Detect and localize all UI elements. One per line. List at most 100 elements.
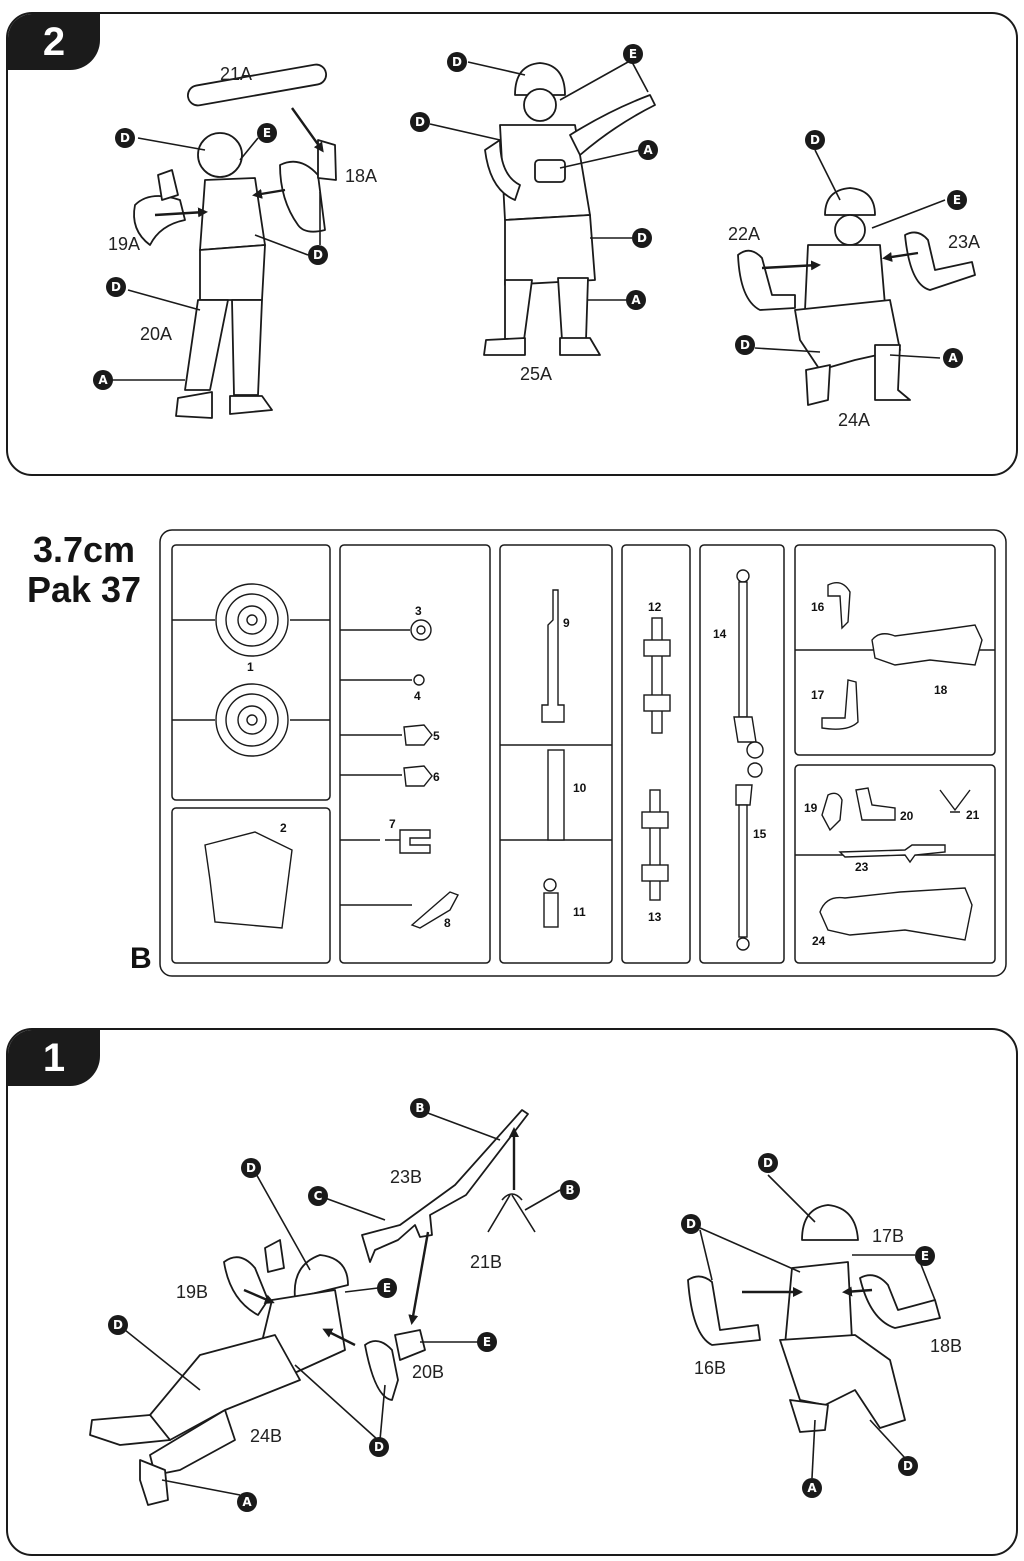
right-leg xyxy=(149,1409,236,1476)
part-21a-tube xyxy=(187,63,327,107)
left-arm xyxy=(484,139,521,201)
part-18-figure xyxy=(871,624,983,666)
svg-text:A: A xyxy=(948,351,958,365)
part-7 xyxy=(385,829,431,854)
trousers xyxy=(504,214,596,286)
left-boot xyxy=(504,279,533,341)
code-badge: A xyxy=(638,140,658,160)
svg-text:D: D xyxy=(740,338,750,352)
label-24a: 24A xyxy=(838,410,870,430)
label-25a: 25A xyxy=(520,364,552,384)
svg-text:E: E xyxy=(483,1335,491,1349)
part-11 xyxy=(543,878,559,928)
part-number-13: 13 xyxy=(648,910,662,924)
code-badge: D xyxy=(758,1153,778,1173)
right-leg xyxy=(231,299,263,396)
code-badge: E xyxy=(947,190,967,210)
figure-standing-pointing xyxy=(483,62,656,356)
svg-text:D: D xyxy=(113,1318,123,1332)
code-badge: D xyxy=(106,277,126,297)
helmet xyxy=(514,62,566,96)
part-number-11: 11 xyxy=(573,905,586,919)
code-badge: A xyxy=(237,1492,257,1512)
label-18a: 18A xyxy=(345,166,377,186)
part-number-12: 12 xyxy=(648,600,662,614)
part-20b-arm xyxy=(364,1340,399,1401)
label-20b: 20B xyxy=(412,1362,444,1382)
svg-text:A: A xyxy=(807,1481,817,1495)
helmet xyxy=(824,187,876,216)
label-16b: 16B xyxy=(694,1358,726,1378)
svg-text:D: D xyxy=(810,133,820,147)
kneeling-boot xyxy=(805,364,831,406)
part-19-arm xyxy=(821,792,843,832)
label-20a: 20A xyxy=(140,324,172,344)
part-17-arm xyxy=(821,679,859,730)
helmet xyxy=(801,1204,859,1241)
part-21-bipod xyxy=(939,789,971,813)
svg-text:A: A xyxy=(643,143,653,157)
part-number-8: 8 xyxy=(444,916,451,930)
left-leg xyxy=(89,1414,171,1446)
label-21b: 21B xyxy=(470,1252,502,1272)
label-18b: 18B xyxy=(930,1336,962,1356)
part-23b-rifle xyxy=(361,1109,529,1263)
part-number-19: 19 xyxy=(804,801,818,815)
part-15 xyxy=(735,762,763,951)
svg-text:E: E xyxy=(629,47,637,61)
code-badge: E xyxy=(257,123,277,143)
torso xyxy=(199,177,266,251)
svg-text:A: A xyxy=(631,293,641,307)
label-23a: 23A xyxy=(948,232,980,252)
code-badge: D xyxy=(898,1456,918,1476)
code-badge: D xyxy=(735,335,755,355)
part-18a-hand xyxy=(317,139,337,181)
part-number-24: 24 xyxy=(812,934,826,948)
legs xyxy=(794,299,901,371)
part-5 xyxy=(403,724,433,746)
left-boot xyxy=(175,391,213,419)
standing-boot xyxy=(874,344,911,401)
svg-text:C: C xyxy=(314,1189,323,1203)
part-19a-hand xyxy=(157,169,179,201)
svg-text:D: D xyxy=(452,55,462,69)
part-6 xyxy=(403,765,433,787)
sprue-title-line2: Pak 37 xyxy=(26,569,142,610)
label-22a: 22A xyxy=(728,224,760,244)
part-24-figure xyxy=(819,887,973,941)
label-24b: 24B xyxy=(250,1426,282,1446)
kneeling-boot xyxy=(789,1399,829,1433)
label-19a: 19A xyxy=(108,234,140,254)
part-8 xyxy=(410,891,459,929)
torso xyxy=(804,244,886,311)
sprue-title: 3.7cm Pak 37 xyxy=(14,530,154,610)
part-number-1: 1 xyxy=(247,660,254,674)
code-badge: D xyxy=(410,112,430,132)
code-badge: D xyxy=(447,52,467,72)
part-23a-arm xyxy=(904,231,976,291)
head xyxy=(523,88,557,122)
code-badge: D xyxy=(681,1214,701,1234)
label-19b: 19B xyxy=(176,1282,208,1302)
part-number-23: 23 xyxy=(855,860,869,874)
part-9 xyxy=(541,589,565,723)
part-2-shield xyxy=(204,831,293,929)
right-boot xyxy=(229,395,273,415)
figure-prone xyxy=(89,1239,426,1506)
code-badge: B xyxy=(560,1180,580,1200)
code-badge: E xyxy=(477,1332,497,1352)
code-badge: E xyxy=(377,1278,397,1298)
head xyxy=(834,214,866,246)
binoculars xyxy=(534,159,566,183)
part-10 xyxy=(547,749,565,841)
svg-text:A: A xyxy=(98,373,108,387)
part-number-14: 14 xyxy=(713,627,727,641)
part-number-6: 6 xyxy=(433,770,440,784)
part-13 xyxy=(641,789,669,901)
part-12 xyxy=(643,617,671,734)
code-badge: D xyxy=(632,228,652,248)
code-badge: E xyxy=(915,1246,935,1266)
code-badge: D xyxy=(308,245,328,265)
code-badge: A xyxy=(626,290,646,310)
